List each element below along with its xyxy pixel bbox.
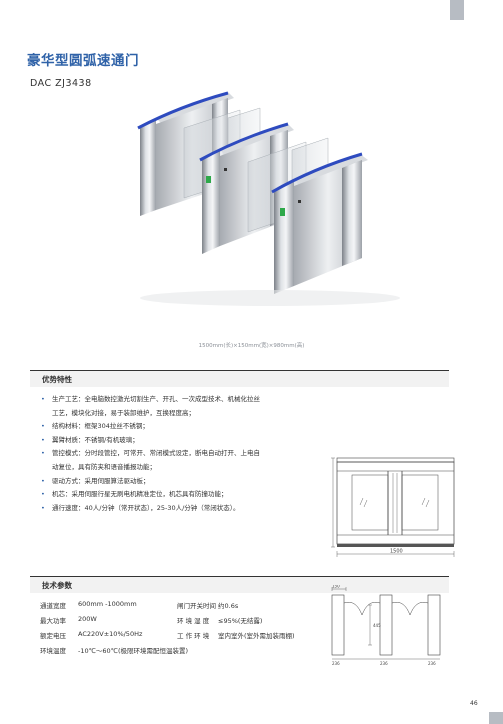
param-value: 约0.6s [218, 602, 239, 610]
param-value: -10℃～60℃(极限环境需配恒温装置) [78, 647, 189, 655]
param-value: 室内室外(室外需加装雨棚) [218, 632, 295, 640]
plan-bottom-label: 236 [428, 661, 436, 666]
param-key: 工 作 环 境 [177, 632, 210, 640]
param-key: 闸门开关时间 [177, 602, 216, 610]
features-list: 生产工艺：全电脑数控激光切割生产、开孔、一次成型技术、机械化拉丝 工艺，模块化对… [40, 393, 335, 515]
feature-item: 管控模式：分时段管控，可常开、常闭模式设定，断电自动打开、上电自 [40, 447, 335, 461]
corner-tab [450, 0, 464, 20]
feature-item-cont: 动复位，具有防夹和语音播报功能； [52, 462, 156, 471]
feature-item: 结构材料：框架304拉丝不锈钢； [40, 420, 335, 434]
param-key: 环 境 湿 度 [177, 617, 210, 625]
feature-item: 机芯：采用伺服行星无刷电机精准定位，机芯具有防撞功能； [40, 488, 335, 502]
feature-item: 生产工艺：全电脑数控激光切割生产、开孔、一次成型技术、机械化拉丝 [40, 393, 335, 407]
params-row: 环境温度 -10℃～60℃(极限环境需配恒温装置) [40, 645, 320, 657]
plan-bottom-label: 236 [332, 661, 340, 666]
plan-top-label: 150 [332, 585, 340, 589]
param-value: ≤95%(无结露) [218, 617, 263, 625]
corner-tab-bottom [489, 712, 503, 724]
feature-item: 驱动方式：采用伺服算法驱动板； [40, 475, 335, 489]
page-number: 46 [470, 700, 478, 707]
feature-item: 翼臂材质：不锈钢/有机玻璃； [40, 434, 335, 448]
plan-bottom-label: 236 [380, 661, 388, 666]
plan-view-drawing: 150 445 236 236 236 [331, 585, 441, 666]
params-row: 额定电压 AC220V±10%/50Hz 工 作 环 境 室内室外(室外需加装雨… [40, 630, 320, 642]
photo-caption: 1500mm(长)×150mm(宽)×980mm(高) [198, 343, 305, 349]
feature-item-cont: 工艺，模块化对接，易于装卸维护，互换程度高； [52, 408, 195, 417]
params-heading: 技术参数 [42, 581, 72, 590]
drawing-width-label: 1500 [390, 549, 403, 555]
params-heading-bar: 技术参数 [30, 576, 449, 593]
page-title: 豪华型圆弧速通门 [27, 53, 139, 69]
plan-side-label: 445 [373, 623, 381, 628]
params-row: 最大功率 200W 环 境 湿 度 ≤95%(无结露) [40, 615, 320, 627]
param-value: 600mm -1000mm [78, 600, 137, 608]
features-heading: 优势特性 [42, 375, 72, 384]
feature-item: 通行速度：40人/分钟（常开状态），25-30人/分钟（常闭状态）。 [40, 502, 335, 516]
param-key: 环境温度 [40, 647, 66, 655]
param-key: 最大功率 [40, 617, 66, 625]
cabinet-front [271, 152, 368, 294]
model-number: DAC ZJ3438 [30, 78, 92, 89]
param-value: 200W [78, 615, 97, 623]
params-row: 通道宽度 600mm -1000mm 闸门开关时间 约0.6s [40, 600, 320, 612]
features-heading-bar: 优势特性 [30, 370, 449, 387]
param-value: AC220V±10%/50Hz [78, 630, 143, 638]
product-photo [137, 91, 400, 306]
param-key: 额定电压 [40, 632, 66, 640]
param-key: 通道宽度 [40, 602, 66, 610]
front-view-drawing: 980 1500 [331, 457, 455, 557]
